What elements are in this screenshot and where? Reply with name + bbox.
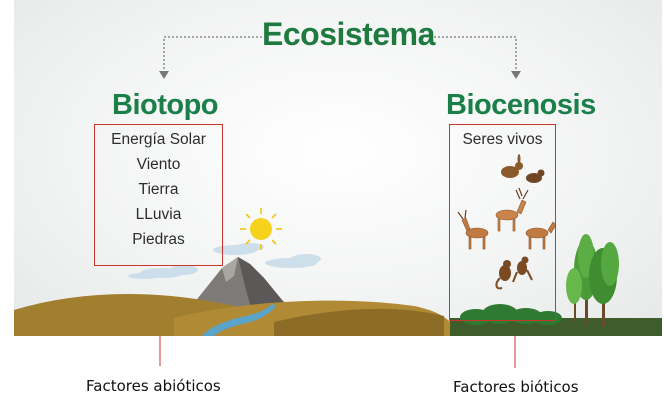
abiotic-item: Energía Solar: [111, 131, 206, 148]
diagram-title: Ecosistema: [262, 16, 435, 52]
deer-icon: [457, 209, 489, 250]
deer-icon: [495, 187, 529, 232]
connector-left: [163, 36, 262, 74]
hill-right: [274, 308, 444, 336]
biotic-factors-box: Seres vivos: [449, 124, 556, 321]
tree-icon: [589, 242, 619, 326]
biotic-caption: Factores bióticos: [453, 378, 579, 396]
biotopo-heading: Biotopo: [112, 89, 219, 121]
arrow-down-icon: [159, 71, 169, 79]
abiotic-item: Piedras: [132, 231, 185, 248]
rabbit-icon: [501, 154, 545, 183]
arrow-down-icon: [511, 71, 521, 79]
landscape-illustration: [14, 154, 662, 336]
abiotic-caption: Factores abióticos: [86, 377, 221, 395]
sun-icon: [240, 208, 282, 250]
illustration-panel: [14, 0, 662, 336]
cloud-icon: [213, 243, 264, 255]
monkey-icon: [495, 256, 533, 290]
tree-icon: [566, 268, 582, 322]
river-icon: [202, 304, 276, 336]
deer-icon: [525, 221, 557, 250]
abiotic-item: LLuvia: [135, 206, 182, 223]
cloud-icon: [128, 265, 198, 279]
biotic-item: Seres vivos: [462, 131, 543, 148]
biocenosis-heading: Biocenosis: [446, 89, 596, 121]
cloud-icon: [265, 254, 321, 268]
connector-right: [422, 36, 517, 74]
abiotic-item: Tierra: [138, 181, 179, 198]
abiotic-factors-box: Energía Solar Viento Tierra LLuvia Piedr…: [94, 124, 223, 266]
abiotic-item: Viento: [136, 156, 181, 173]
